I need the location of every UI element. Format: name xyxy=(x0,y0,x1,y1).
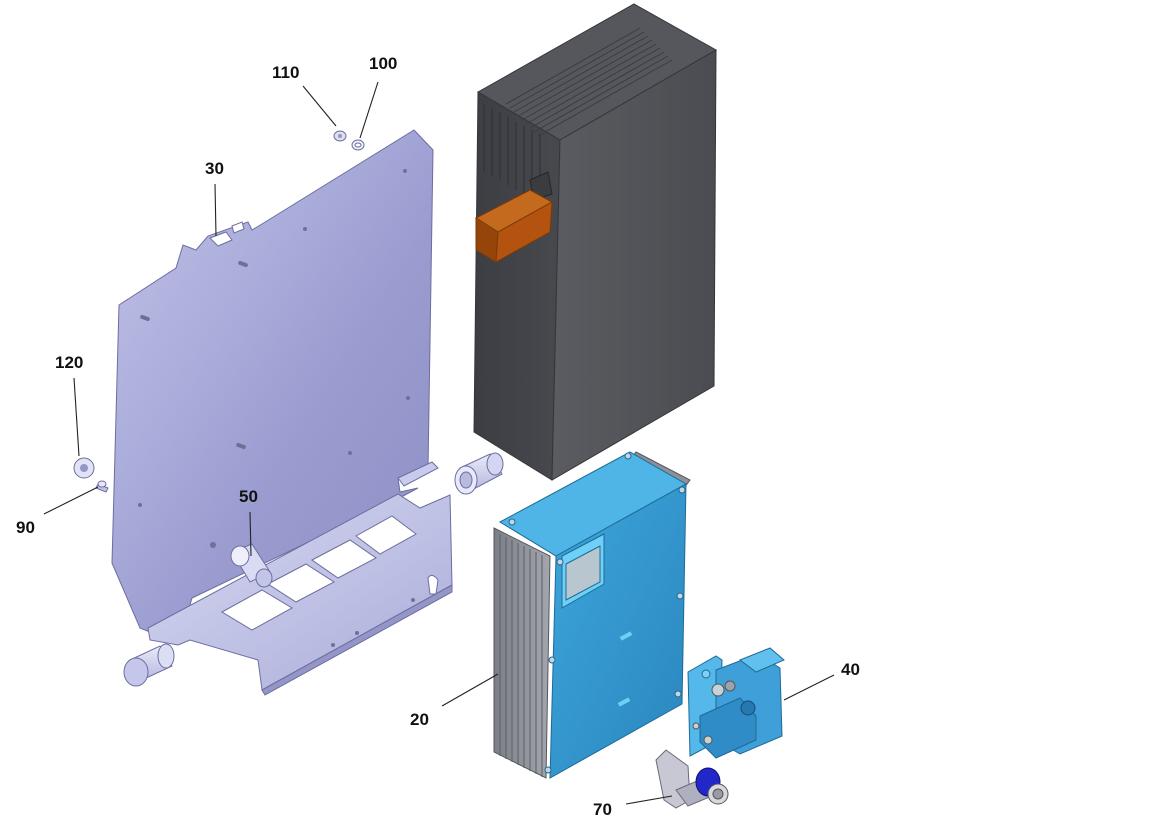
callout-120: 120 xyxy=(55,353,83,372)
leader-20 xyxy=(441,673,499,707)
lever-part-70 xyxy=(655,749,729,809)
callout-30: 30 xyxy=(205,159,224,178)
spacer-sleeve-right xyxy=(454,452,504,495)
callout-40: 40 xyxy=(841,660,860,679)
enclosure-cover xyxy=(473,3,718,481)
nut-part-110 xyxy=(333,130,347,142)
stud-bolt-part-50 xyxy=(230,543,273,588)
washer-part-100 xyxy=(351,139,365,151)
mounting-plate-part-30 xyxy=(108,129,434,635)
leader-120 xyxy=(73,377,80,457)
callout-labels: 110 100 30 120 90 50 20 40 70 xyxy=(16,54,860,819)
leader-lines xyxy=(43,81,835,805)
screw-part-90 xyxy=(95,480,109,493)
callout-110: 110 xyxy=(272,63,299,82)
callout-20: 20 xyxy=(410,710,429,729)
leader-40 xyxy=(783,674,835,701)
leader-50 xyxy=(249,511,252,557)
leader-100 xyxy=(359,81,379,139)
leader-30 xyxy=(214,183,217,237)
plate-bottom-frame xyxy=(147,461,453,696)
callout-100: 100 xyxy=(369,54,397,73)
leader-70 xyxy=(625,795,673,805)
electronics-module-part-20 xyxy=(493,451,691,779)
callout-70: 70 xyxy=(593,800,612,819)
connector-bracket-part-40 xyxy=(687,647,785,759)
spacer-sleeve-left xyxy=(123,643,175,687)
callout-50: 50 xyxy=(239,487,258,506)
leader-90 xyxy=(43,486,99,515)
orange-connector-block xyxy=(474,189,554,263)
nut-part-120 xyxy=(73,457,95,479)
leader-110 xyxy=(302,85,337,127)
callout-90: 90 xyxy=(16,518,35,537)
